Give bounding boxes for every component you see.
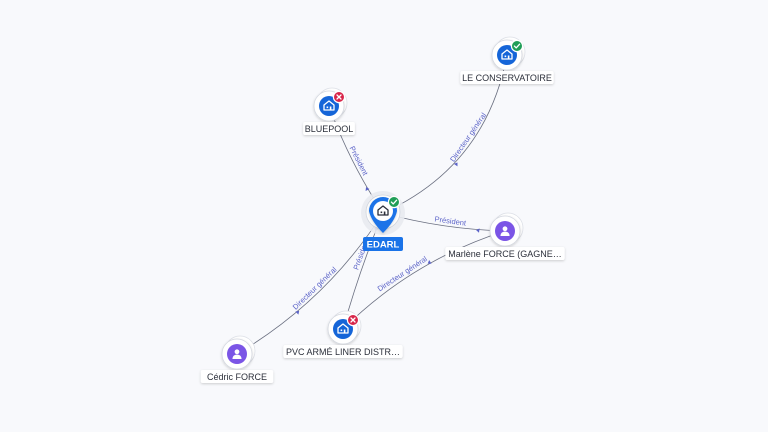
node-label: Marlène FORCE (GAGNE…: [445, 247, 565, 260]
node-label-text: Marlène FORCE (GAGNE…: [448, 249, 562, 259]
building-icon: [337, 323, 349, 334]
node-label: LE CONSERVATOIRE: [460, 71, 554, 84]
edge-line: [342, 230, 506, 330]
node-pvc-arme-liner-distr[interactable]: PVC ARMÉ LINER DISTR…: [283, 310, 403, 358]
center-label: EDARL: [363, 237, 403, 251]
edge-e6[interactable]: Directeur général: [236, 212, 384, 355]
cross-icon: [346, 313, 360, 327]
person-icon: [232, 349, 242, 359]
node-label-text: BLUEPOOL: [305, 124, 354, 134]
node-disc: [333, 319, 353, 339]
building-icon: [323, 100, 335, 111]
node-label: Cédric FORCE: [200, 370, 274, 383]
node-label-text: Cédric FORCE: [207, 372, 267, 382]
edge-label: Directeur général: [291, 265, 339, 312]
node-label-text: LE CONSERVATOIRE: [462, 73, 552, 83]
edge-arrow-icon: [476, 228, 480, 233]
node-cedric-force[interactable]: Cédric FORCE: [200, 335, 274, 383]
edge-arrow-icon: [427, 260, 432, 264]
building-icon: [501, 49, 513, 60]
node-label: PVC ARMÉ LINER DISTR…: [283, 345, 403, 358]
node-label-text: PVC ARMÉ LINER DISTR…: [286, 347, 400, 357]
edge-label: Directeur général: [376, 254, 429, 293]
edge-arrow-icon: [365, 187, 370, 191]
check-icon: [387, 195, 401, 209]
node-disc: [497, 45, 517, 65]
edge-arrow-icon: [453, 162, 458, 167]
node-bluepool[interactable]: BLUEPOOL: [303, 87, 355, 135]
nodes-layer: LE CONSERVATOIRE BLUEPOOL Marlène FORCE (G…: [200, 36, 565, 383]
edge-arrow-icon: [295, 310, 300, 315]
node-center-edarl[interactable]: EDARL: [361, 191, 405, 251]
edge-label: Président: [434, 214, 468, 227]
edge-label: Directeur général: [448, 111, 488, 164]
node-disc: [319, 96, 339, 116]
node-le-conservatoire[interactable]: LE CONSERVATOIRE: [460, 36, 554, 84]
check-icon: [510, 39, 524, 53]
person-icon: [500, 226, 510, 236]
node-label: BLUEPOOL: [303, 122, 355, 135]
cross-icon: [332, 90, 346, 104]
node-marlene-force-gagne[interactable]: Marlène FORCE (GAGNE…: [445, 212, 565, 260]
building-icon: [377, 205, 389, 216]
edge-line: [236, 212, 384, 355]
center-label-text: EDARL: [367, 240, 400, 251]
